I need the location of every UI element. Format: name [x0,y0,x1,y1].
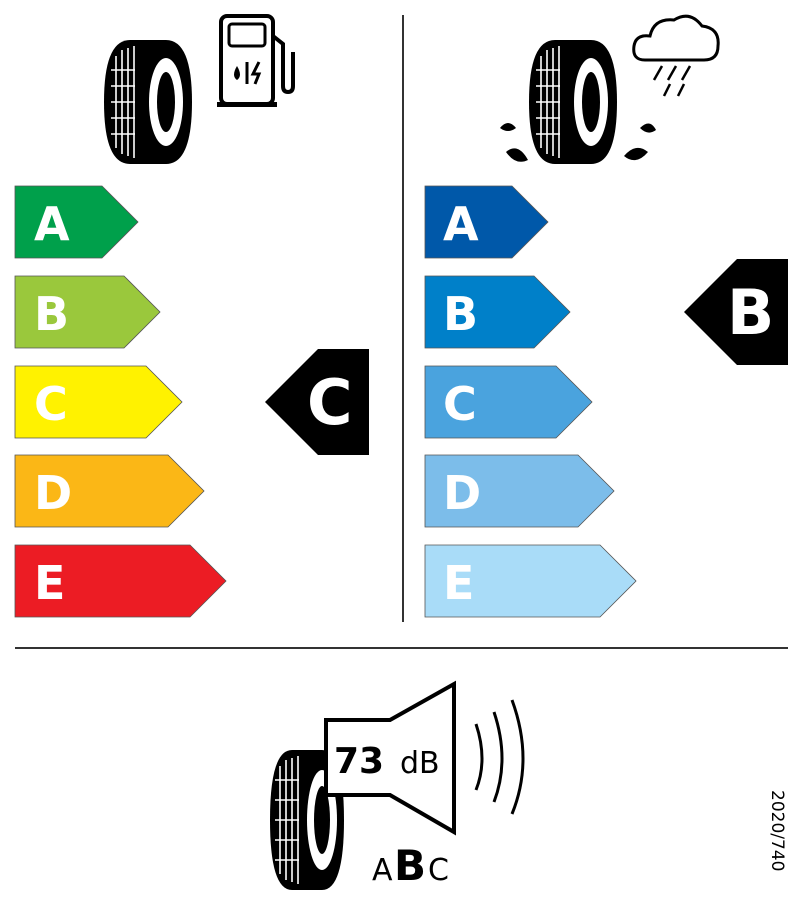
fuel-class-d: D [14,454,205,528]
water-splash-icon [500,123,656,162]
noise-class-a: A [372,853,393,888]
wet-class-e: E [424,544,637,618]
wet-class-a-arrow [424,185,549,259]
noise-unit: dB [400,746,440,781]
wet-class-c-label: C [443,377,477,431]
rain-cloud-icon [632,14,720,97]
fuel-class-b-arrow [14,275,161,349]
fuel-class-d-label: D [34,466,72,520]
wet-class-b-arrow [424,275,571,349]
fuel-pump-icon [217,14,295,107]
wet-class-d-label: D [443,466,481,520]
fuel-rating-indicator: C [265,349,369,455]
fuel-class-a-arrow [14,185,139,259]
wet-class-b-label: B [443,287,478,341]
noise-class-b: B [394,841,426,890]
wet-rating-letter: B [727,276,774,349]
sound-waves-icon [474,699,525,815]
wet-rating-indicator: B [684,259,788,365]
wet-class-d-arrow [424,454,615,528]
wet-class-scale: A B C D E [424,185,637,618]
tyre-icon-fuel [104,40,192,164]
wet-class-a: A [424,185,549,259]
wet-class-e-arrow [424,544,637,618]
fuel-class-a-label: A [34,197,70,251]
fuel-class-c-label: C [34,377,68,431]
fuel-rating-letter: C [307,366,353,439]
fuel-class-d-arrow [14,454,205,528]
fuel-class-b: B [14,275,161,349]
noise-class-scale: A B C [372,841,449,890]
wet-class-a-label: A [443,197,479,251]
wet-class-e-label: E [443,556,474,610]
speaker-icon: 73 dB [324,680,456,836]
fuel-class-e-label: E [34,556,65,610]
noise-value: 73 [334,741,384,782]
regulation-number: 2020/740 [767,790,787,871]
wet-class-c: C [424,365,593,439]
wet-class-d: D [424,454,615,528]
fuel-class-e-arrow [14,544,227,618]
fuel-class-e: E [14,544,227,618]
fuel-class-c: C [14,365,183,439]
fuel-class-a: A [14,185,139,259]
wet-class-c-arrow [424,365,593,439]
fuel-class-c-arrow [14,365,183,439]
wet-class-b: B [424,275,571,349]
fuel-class-scale: A B C D E [14,185,227,618]
tyre-icon-wet [529,40,617,164]
fuel-class-b-label: B [34,287,69,341]
noise-class-c: C [428,853,449,888]
